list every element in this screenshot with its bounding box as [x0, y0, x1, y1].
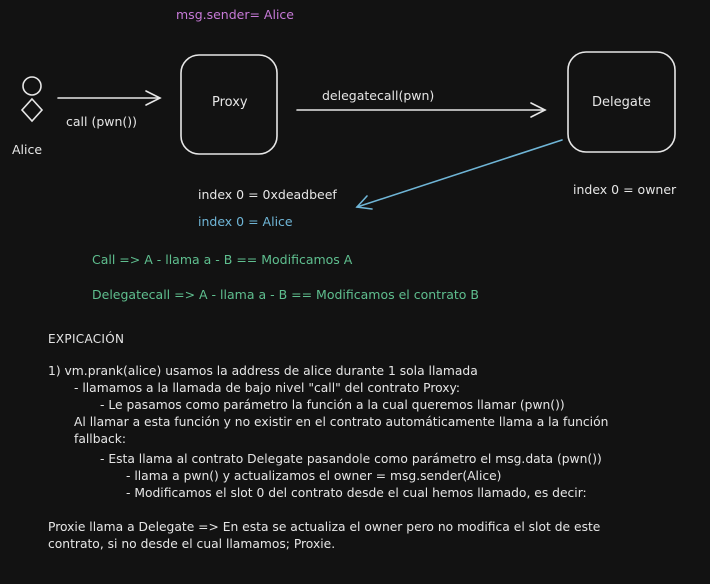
proxy-storage-after-label: index 0 = Alice [198, 214, 293, 229]
delegatecall-label: delegatecall(pwn) [322, 88, 435, 103]
proxy-box [180, 54, 278, 155]
call-arrow [57, 90, 162, 106]
delegatecall-note: Delegatecall => A - llama a - B == Modif… [92, 287, 479, 302]
alice-label: Alice [12, 142, 43, 157]
delegatecall-arrow [296, 102, 547, 118]
call-label: call (pwn()) [66, 114, 138, 129]
msg-sender-label: msg.sender= Alice [176, 7, 294, 22]
explanation-line-5: fallback: [74, 432, 127, 446]
proxy-storage-before-label: index 0 = 0xdeadbeef [198, 187, 337, 202]
conclusion-line-1: Proxie llama a Delegate => En esta se ac… [48, 520, 601, 534]
delegate-storage-label: index 0 = owner [573, 182, 677, 197]
explanation-title: EXPICACIÓN [48, 332, 125, 346]
alice-actor-icon [20, 76, 44, 123]
explanation-line-4: Al llamar a esta función y no existir en… [74, 415, 609, 429]
explanation-line-3: - Le pasamos como parámetro la función a… [100, 398, 565, 412]
explanation-line-7: - llama a pwn() y actualizamos el owner … [126, 469, 502, 483]
explanation-line-1: 1) vm.prank(alice) usamos la address de … [48, 364, 478, 378]
explanation-line-6: - Esta llama al contrato Delegate pasand… [100, 452, 602, 466]
call-note: Call => A - llama a - B == Modificamos A [92, 252, 353, 267]
explanation-line-2: - llamamos a la llamada de bajo nivel "c… [74, 381, 461, 395]
delegate-box [567, 51, 676, 153]
explanation-line-8: - Modificamos el slot 0 del contrato des… [126, 486, 587, 500]
proxy-label: Proxy [212, 95, 248, 110]
delegate-label: Delegate [592, 95, 651, 110]
storage-update-arrow [355, 139, 563, 210]
conclusion-line-2: contrato, si no desde el cual llamamos; … [48, 537, 336, 551]
